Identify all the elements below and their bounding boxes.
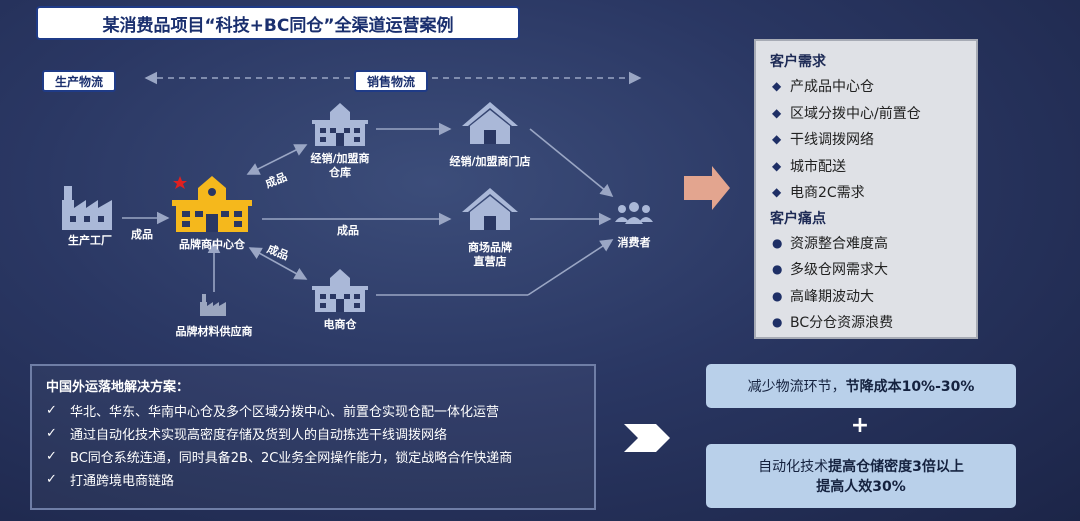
need-item: ◆干线调拨网络 — [772, 132, 874, 149]
solution-panel: 中国外运落地解决方案： ✓华北、华东、华南中心仓及多个区域分拨中心、前置仓实现仓… — [30, 364, 596, 510]
diamond-bullet-icon: ◆ — [772, 158, 782, 173]
need-item: ◆产成品中心仓 — [772, 79, 874, 96]
solution-item: ✓华北、华东、华南中心仓及多个区域分拨中心、前置仓实现仓配一体化运营 — [46, 403, 500, 420]
check-icon: ✓ — [46, 472, 57, 487]
check-icon: ✓ — [46, 449, 57, 464]
arrow-store-consumer — [529, 128, 614, 198]
consumer-label: 消费者 — [617, 236, 651, 249]
pain-item: ●BC分仓资源浪费 — [772, 315, 894, 332]
need-item: ◆电商2C需求 — [772, 185, 865, 202]
need-item: ◆城市配送 — [772, 158, 846, 175]
dot-bullet-icon: ● — [772, 235, 783, 250]
consumer-icon — [615, 202, 653, 224]
arrow-center-ecom — [248, 247, 308, 280]
sales-logistics-tag: 销售物流 — [354, 70, 428, 92]
plus-sign: + — [850, 413, 870, 438]
factory-icon — [62, 186, 112, 230]
dealer-store-icon — [462, 102, 518, 144]
production-logistics-tag: 生产物流 — [42, 70, 116, 92]
mall-store-label-2: 直营店 — [473, 255, 507, 268]
edge-label-center-mall: 成品 — [337, 224, 359, 237]
solution-item: ✓BC同仓系统连通，同时具备2B、2C业务全网操作能力，锁定战略合作快递商 — [46, 449, 513, 466]
pains-title: 客户痛点 — [770, 210, 826, 227]
mall-store-label-1: 商场品牌 — [468, 241, 512, 254]
brand-center-warehouse-icon — [172, 176, 252, 232]
star-icon — [173, 176, 187, 189]
chevron-arrow-right — [684, 166, 730, 210]
pain-item: ●多级仓网需求大 — [772, 262, 888, 279]
mall-store-icon — [462, 188, 518, 230]
check-icon: ✓ — [46, 426, 57, 441]
diamond-bullet-icon: ◆ — [772, 132, 782, 147]
pain-item: ●资源整合难度高 — [772, 235, 888, 252]
check-icon: ✓ — [46, 403, 57, 418]
factory-label: 生产工厂 — [68, 234, 112, 247]
result-box-2: 自动化技术提高仓储密度3倍以上 提高人效30% — [706, 444, 1016, 508]
dealer-store-label: 经销/加盟商门店 — [449, 155, 531, 168]
ecommerce-warehouse-icon — [312, 269, 368, 312]
customer-panel: 客户需求 ◆产成品中心仓 ◆区域分拨中心/前置仓 ◆干线调拨网络 ◆城市配送 ◆… — [754, 39, 978, 339]
diamond-bullet-icon: ◆ — [772, 105, 782, 120]
dealer-warehouse-label-1: 经销/加盟商 — [310, 152, 370, 165]
dealer-warehouse-icon — [312, 103, 368, 146]
arrow-ecom-consumer-up — [527, 239, 614, 296]
material-supplier-label: 品牌材料供应商 — [175, 325, 253, 338]
arrow-center-dealer — [246, 144, 308, 175]
solution-item: ✓通过自动化技术实现高密度存储及货到人的自动拣选干线调拨网络 — [46, 426, 448, 443]
dealer-warehouse-label-2: 仓库 — [329, 166, 351, 179]
dot-bullet-icon: ● — [772, 288, 783, 303]
diamond-bullet-icon: ◆ — [772, 185, 782, 200]
pain-item: ●高峰期波动大 — [772, 288, 874, 305]
material-supplier-icon — [200, 294, 226, 316]
brand-center-label: 品牌商中心仓 — [179, 238, 245, 251]
needs-title: 客户需求 — [770, 54, 826, 70]
dot-bullet-icon: ● — [772, 315, 783, 330]
need-item: ◆区域分拨中心/前置仓 — [772, 105, 921, 122]
solution-item: ✓打通跨境电商链路 — [46, 472, 175, 489]
chevron-arrow-bottom — [624, 424, 670, 452]
diamond-bullet-icon: ◆ — [772, 79, 782, 94]
solution-title: 中国外运落地解决方案： — [46, 380, 190, 395]
ecommerce-warehouse-label: 电商仓 — [323, 318, 357, 331]
dot-bullet-icon: ● — [772, 262, 783, 277]
page-title: 某消费品项目“科技+BC同仓”全渠道运营案例 — [36, 6, 520, 40]
edge-label-factory-center: 成品 — [131, 228, 153, 241]
result-box-1: 减少物流环节，节降成本10%-30% — [706, 364, 1016, 408]
